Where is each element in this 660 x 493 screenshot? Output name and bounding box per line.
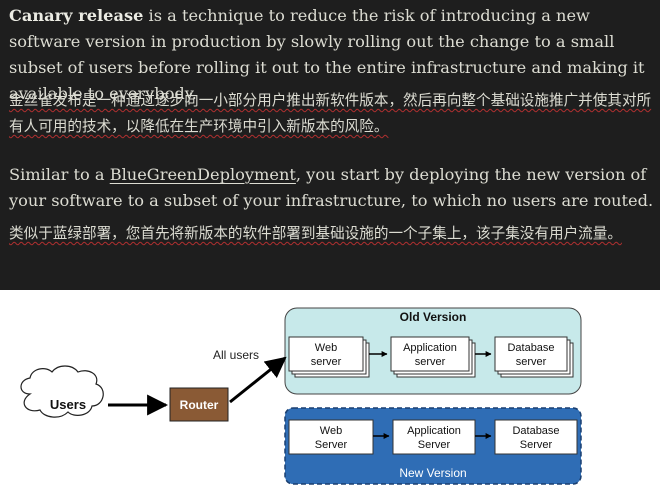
new-db-server: Database Server (494, 419, 578, 455)
new-web-line2: Server (315, 439, 348, 451)
intro-zh-text: 金丝雀发布是一种通过逐步向一小部分用户推出新软件版本，然后再向整个基础设施推广并… (9, 92, 652, 135)
old-app-line1: Application (403, 342, 457, 354)
new-db-line2: Server (520, 439, 553, 451)
canary-diagram: Old Version Web server Application serve… (0, 290, 660, 493)
similar-paragraph: Similar to a BlueGreenDeployment, you st… (9, 162, 654, 214)
users-label: Users (50, 397, 86, 412)
all-users-label: All users (213, 348, 259, 362)
similar-suffix: , you start by deploying the new version… (9, 165, 654, 210)
new-version-title: New Version (399, 466, 466, 480)
intro-paragraph: Canary release is a technique to reduce … (9, 3, 654, 107)
old-version-title: Old Version (400, 310, 467, 324)
old-db-line2: server (516, 356, 547, 368)
old-db-line1: Database (507, 342, 554, 354)
old-web-server: Web server (288, 336, 370, 378)
new-app-line2: Server (418, 439, 451, 451)
users-cloud (20, 365, 104, 418)
new-app-line1: Application (407, 425, 461, 437)
similar-paragraph-zh: 类似于蓝绿部署，您首先将新版本的软件部署到基础设施的一个子集上，该子集没有用户流… (9, 221, 654, 247)
old-app-line2: server (415, 356, 446, 368)
router-old-arrow (229, 356, 287, 404)
similar-prefix: Similar to a (9, 165, 110, 184)
new-app-server: Application Server (392, 419, 476, 455)
router-box (169, 387, 229, 422)
new-db-line1: Database (512, 425, 559, 437)
similar-zh-text: 类似于蓝绿部署，您首先将新版本的软件部署到基础设施的一个子集上，该子集没有用户流… (9, 225, 622, 242)
old-web-line2: server (311, 356, 342, 368)
router-label: Router (180, 398, 219, 412)
canary-release-term: Canary release (9, 6, 144, 25)
old-app-server: Application server (390, 336, 476, 378)
old-web-line1: Web (315, 342, 337, 354)
intro-text: is a technique to reduce the risk of int… (9, 6, 645, 103)
new-web-line1: Web (320, 425, 342, 437)
old-db-server: Database server (494, 336, 574, 378)
intro-paragraph-zh: 金丝雀发布是一种通过逐步向一小部分用户推出新软件版本，然后再向整个基础设施推广并… (9, 88, 654, 140)
new-web-server: Web Server (288, 419, 374, 455)
bluegreen-deployment-link[interactable]: BlueGreenDeployment (109, 165, 296, 184)
